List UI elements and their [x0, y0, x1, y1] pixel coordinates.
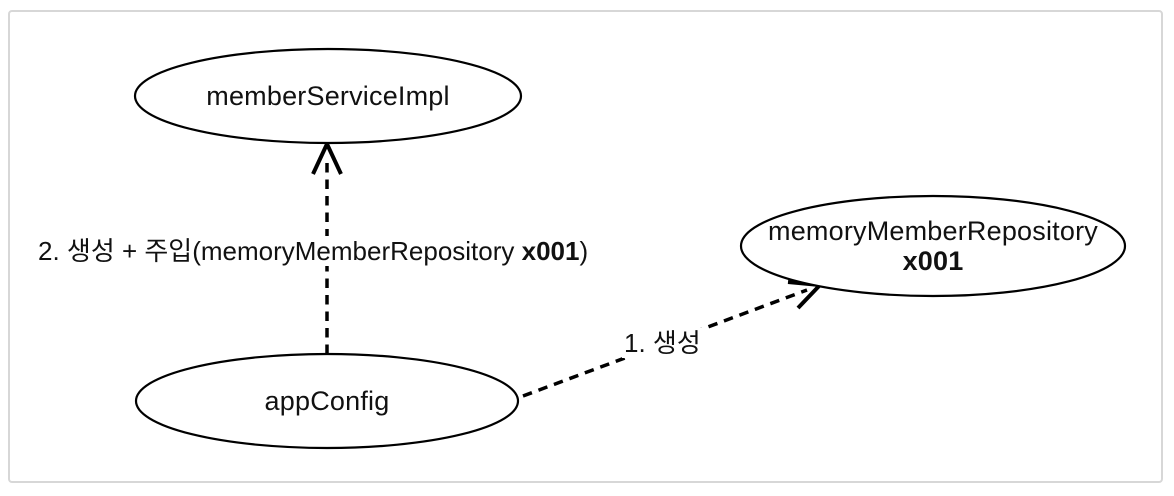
- edge-label-suffix: ): [579, 236, 589, 266]
- node-memory-member-repository-ellipse: [739, 194, 1127, 298]
- node-app-config-ellipse: [134, 352, 520, 450]
- edge-label-instance-id: x001: [521, 236, 580, 266]
- node-app-config-label: appConfig: [136, 354, 518, 448]
- edge-label-text: 1. 생성: [624, 328, 701, 358]
- edge-create-label: 1. 생성: [622, 328, 703, 358]
- node-memory-member-repository-label: memoryMemberRepository x001: [741, 196, 1125, 296]
- node-label-text: appConfig: [264, 386, 390, 416]
- node-member-service-impl-label: memberServiceImpl: [135, 49, 521, 143]
- edge-label-prefix: 2. 생성 + 주입(memoryMemberRepository: [38, 236, 522, 266]
- node-member-service-impl-ellipse: [133, 47, 523, 145]
- node-instance-id-text: x001: [902, 246, 964, 276]
- edge-create-inject-label: 2. 생성 + 주입(memoryMemberRepository x001): [36, 236, 591, 266]
- node-label-text: memoryMemberRepository: [768, 216, 1098, 246]
- node-label-text: memberServiceImpl: [206, 81, 450, 111]
